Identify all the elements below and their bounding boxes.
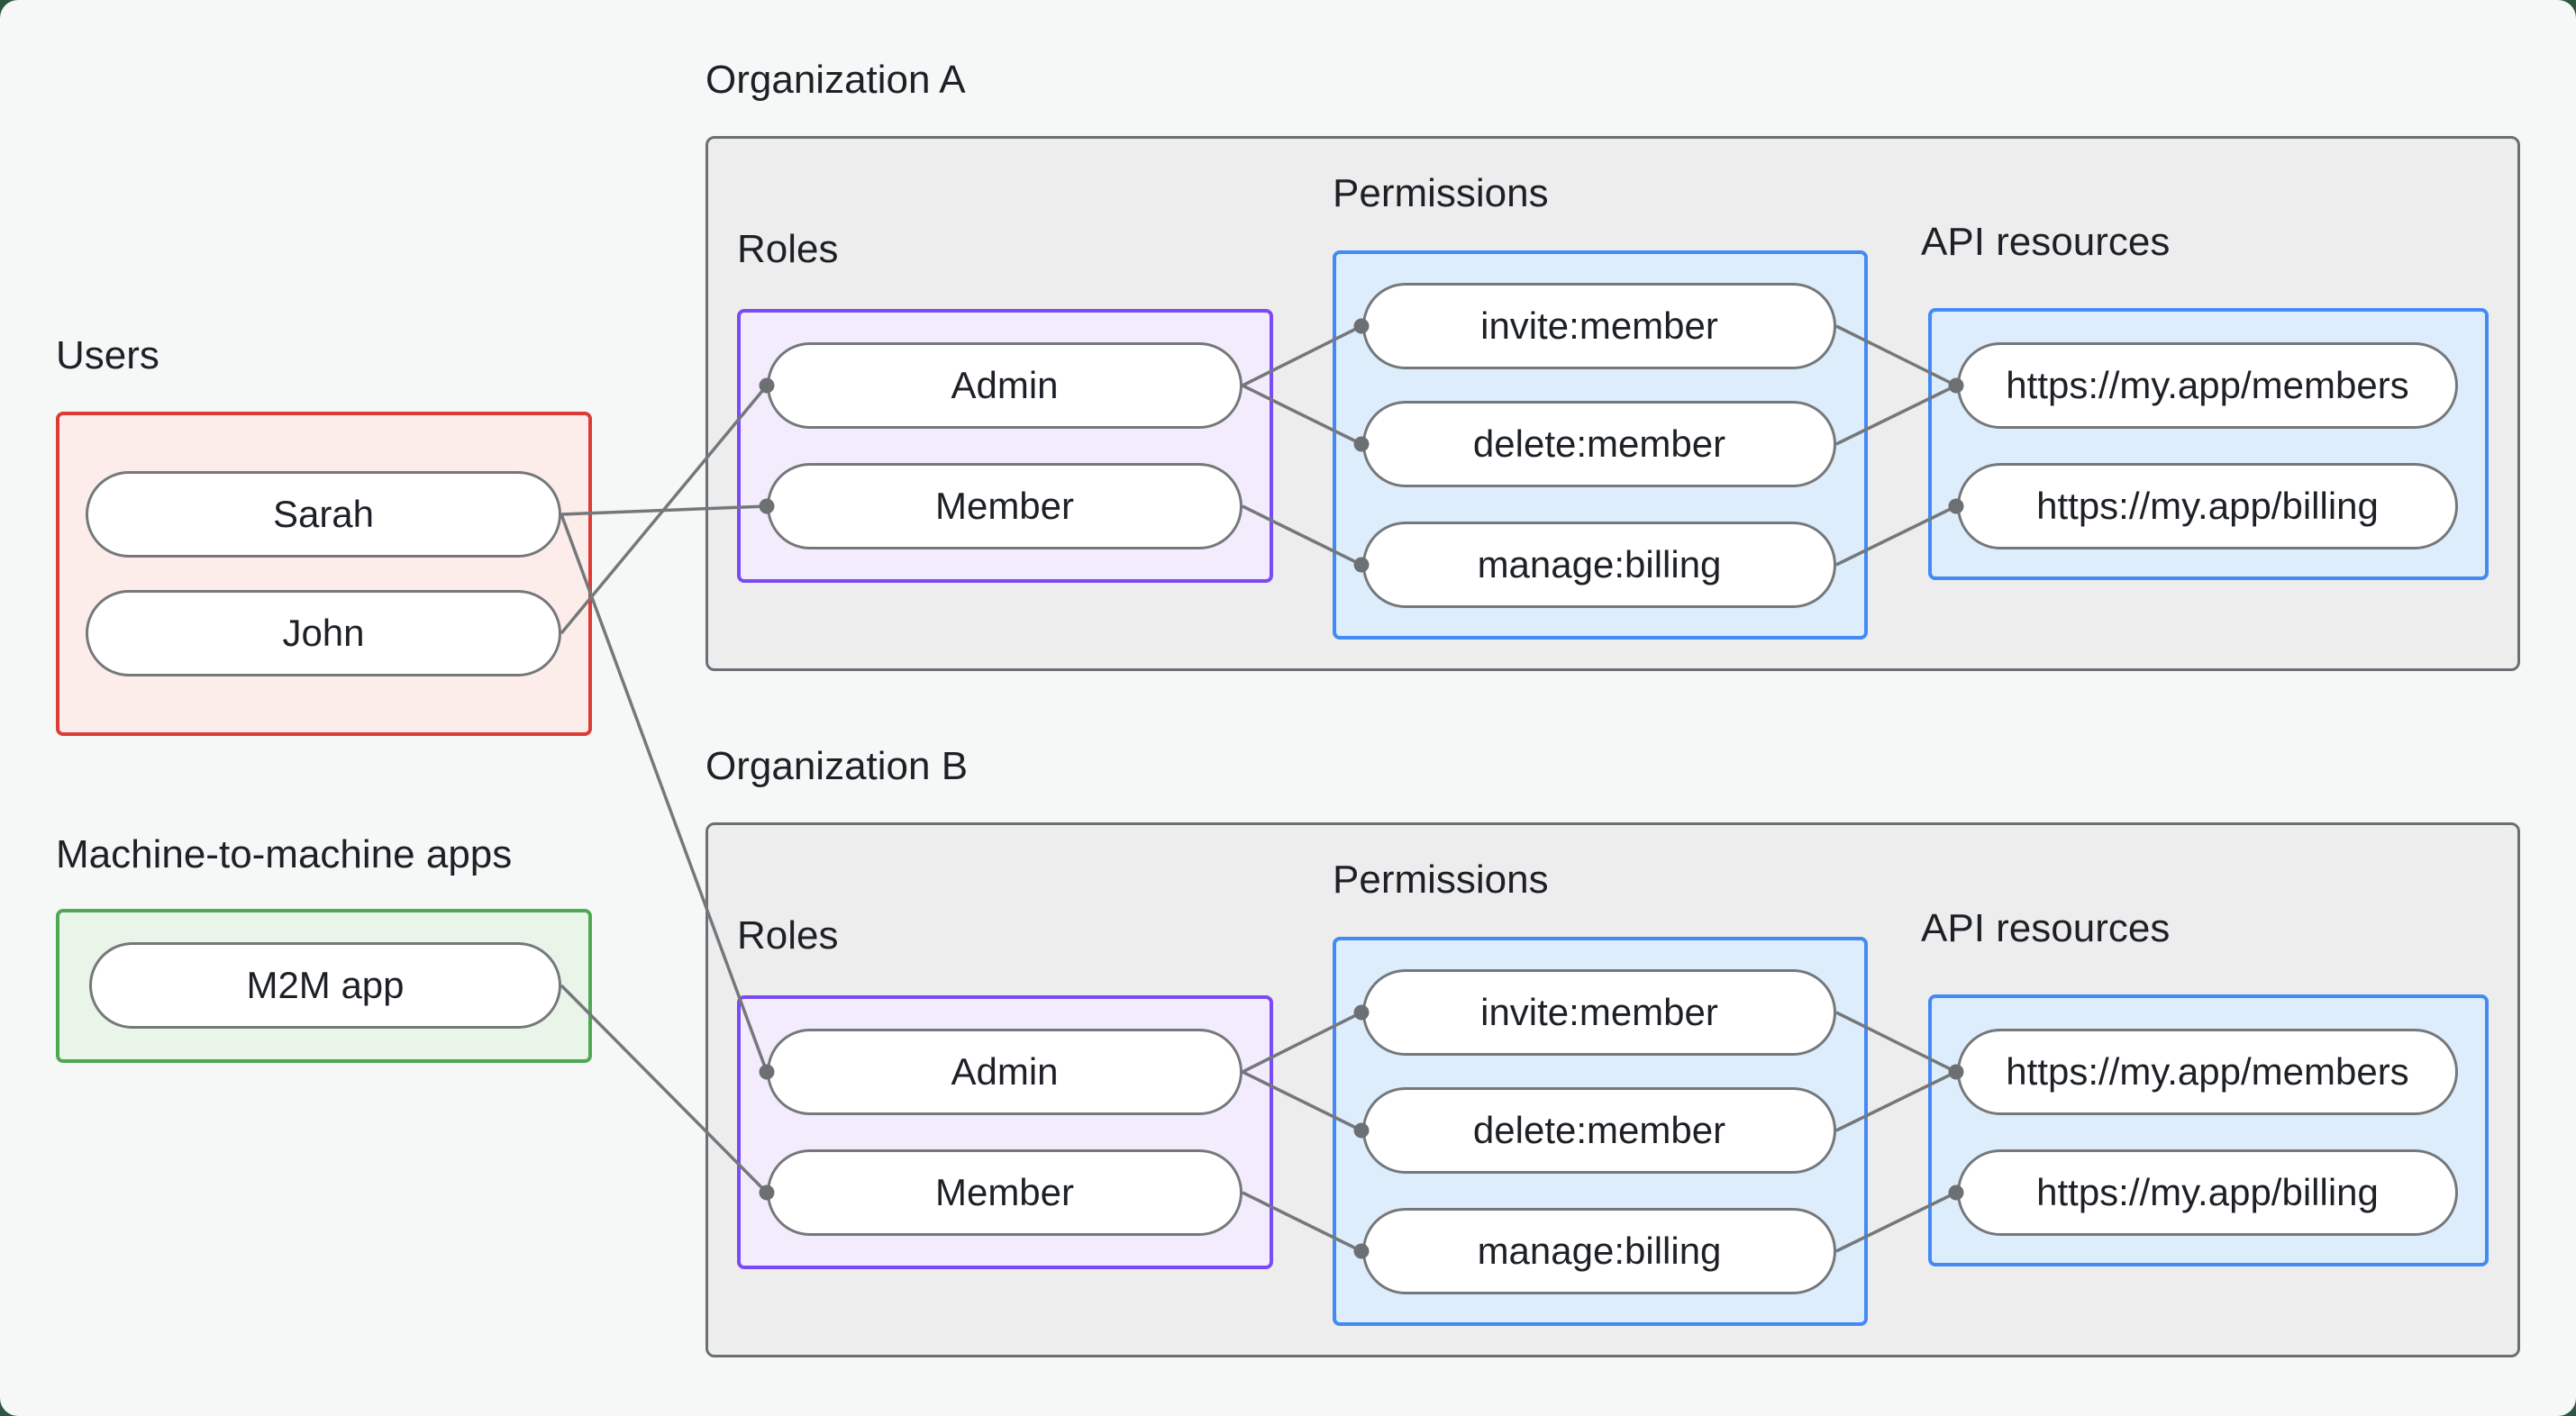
node-label: manage:billing xyxy=(1477,1230,1722,1272)
node-org-a-permission-delete-member: delete:member xyxy=(1362,401,1836,487)
node-org-a-api-members: https://my.app/members xyxy=(1957,342,2458,429)
org-a-api-resources-label: API resources xyxy=(1921,220,2171,264)
node-org-b-permission-manage-billing: manage:billing xyxy=(1362,1208,1836,1294)
node-label: https://my.app/members xyxy=(2006,1050,2409,1093)
node-label: manage:billing xyxy=(1477,543,1722,585)
node-user-john: John xyxy=(86,590,561,676)
org-a-permissions-label: Permissions xyxy=(1333,171,1549,215)
node-org-a-role-member: Member xyxy=(767,463,1242,549)
node-m2m-app: M2M app xyxy=(89,942,561,1029)
m2m-group-label: Machine-to-machine apps xyxy=(56,832,513,876)
users-group-box xyxy=(56,412,592,736)
node-org-a-permission-invite-member: invite:member xyxy=(1362,283,1836,369)
node-org-b-role-member: Member xyxy=(767,1149,1242,1236)
org-b-api-resources-label: API resources xyxy=(1921,906,2171,950)
node-label: Admin xyxy=(951,1050,1059,1093)
node-label: https://my.app/members xyxy=(2006,364,2409,406)
org-a-label: Organization A xyxy=(705,58,966,102)
node-user-sarah: Sarah xyxy=(86,471,561,558)
node-org-b-role-admin: Admin xyxy=(767,1029,1242,1115)
node-label: M2M app xyxy=(246,964,405,1006)
node-label: Sarah xyxy=(272,493,375,535)
org-b-label: Organization B xyxy=(705,744,969,788)
node-org-b-api-billing: https://my.app/billing xyxy=(1957,1149,2458,1236)
node-label: https://my.app/billing xyxy=(2036,485,2379,527)
node-label: John xyxy=(282,612,365,654)
node-org-a-role-admin: Admin xyxy=(767,342,1242,429)
node-label: Admin xyxy=(951,364,1059,406)
node-org-b-permission-delete-member: delete:member xyxy=(1362,1087,1836,1174)
node-label: Member xyxy=(934,1171,1075,1213)
node-org-a-permission-manage-billing: manage:billing xyxy=(1362,522,1836,608)
node-label: delete:member xyxy=(1472,1109,1726,1151)
org-a-roles-label: Roles xyxy=(737,227,839,271)
node-org-b-permission-invite-member: invite:member xyxy=(1362,969,1836,1056)
node-label: invite:member xyxy=(1480,991,1718,1033)
node-org-b-api-members: https://my.app/members xyxy=(1957,1029,2458,1115)
node-label: Member xyxy=(934,485,1075,527)
org-b-permissions-label: Permissions xyxy=(1333,858,1549,902)
node-label: delete:member xyxy=(1472,422,1726,465)
node-label: invite:member xyxy=(1480,304,1718,347)
node-org-a-api-billing: https://my.app/billing xyxy=(1957,463,2458,549)
users-group-label: Users xyxy=(56,333,159,377)
node-label: https://my.app/billing xyxy=(2036,1171,2379,1213)
org-b-roles-label: Roles xyxy=(737,913,839,958)
